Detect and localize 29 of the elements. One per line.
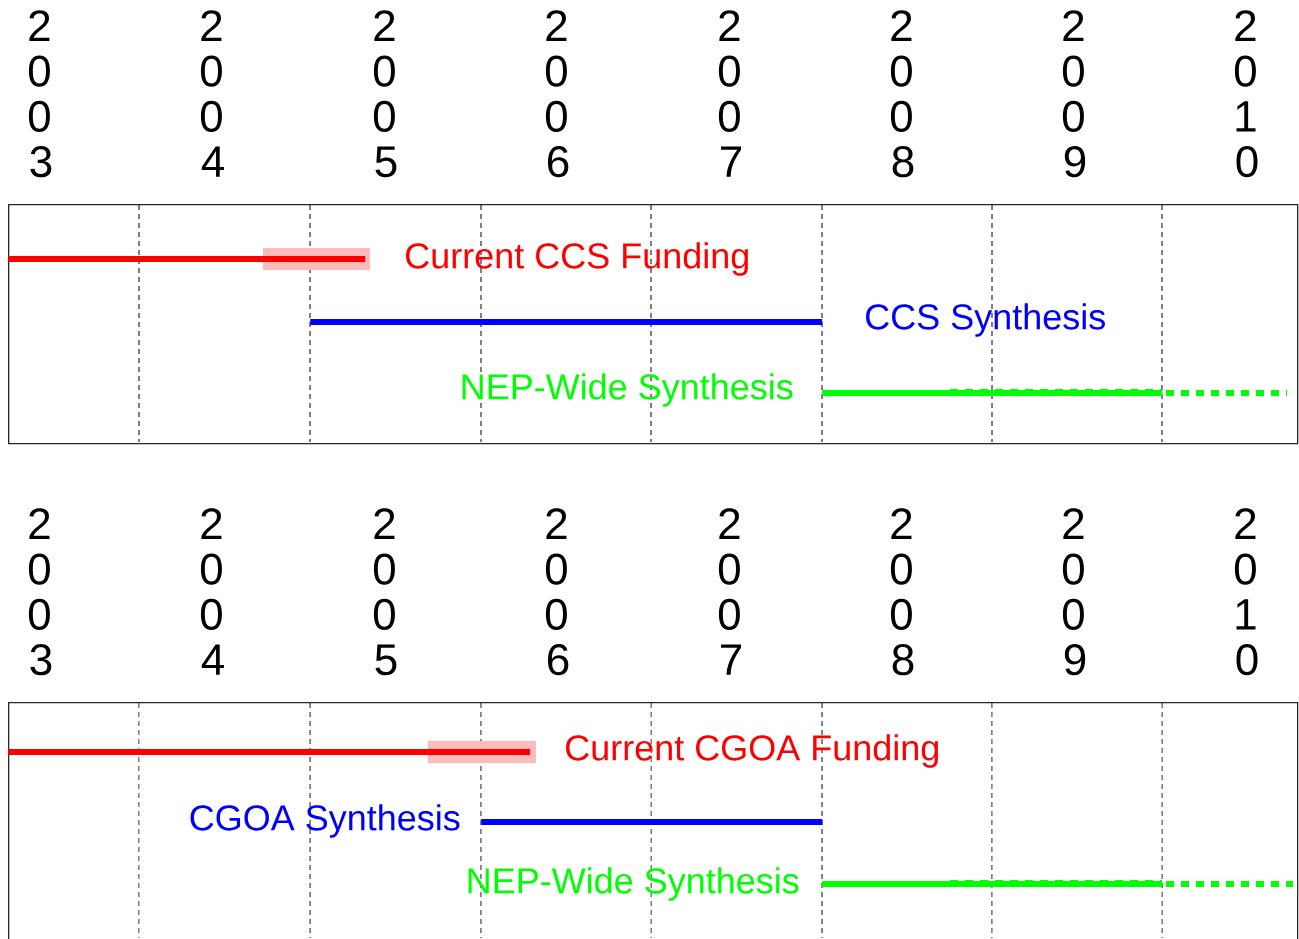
bar-label: NEP-Wide Synthesis [468,867,799,901]
year-label: 2007 [718,10,742,177]
bar-label: CGOA Synthesis [190,804,460,838]
timeline-bar [8,248,370,270]
timeline-bar [310,319,823,325]
year-label: 2010 [1234,10,1258,178]
year-label: 2010 [1234,508,1258,676]
bar-label: NEP-Wide Synthesis [462,373,793,407]
year-label: 2009 [1062,10,1086,178]
year-label: 2008 [890,10,914,178]
timeline-bar [481,819,823,825]
timeline-panel [8,702,1299,939]
year-label: 2005 [373,508,397,676]
year-label: 2006 [545,508,569,676]
year-label: 2007 [718,508,742,675]
bar-label: Current CCS Funding [406,242,748,276]
bar-label: Current CGOA Funding [566,734,938,768]
timeline-panel [8,204,1299,445]
year-label: 2006 [545,10,569,178]
year-label: 2004 [200,10,224,177]
year-label: 2005 [373,10,397,178]
year-label: 2003 [28,508,52,676]
timeline-bar [822,389,1287,396]
year-label: 2008 [890,508,914,676]
year-label: 2009 [1062,508,1086,676]
year-label: 2004 [200,508,224,675]
year-label: 2003 [28,10,52,178]
bar-label: CCS Synthesis [866,303,1105,337]
timeline-bar [8,741,536,763]
